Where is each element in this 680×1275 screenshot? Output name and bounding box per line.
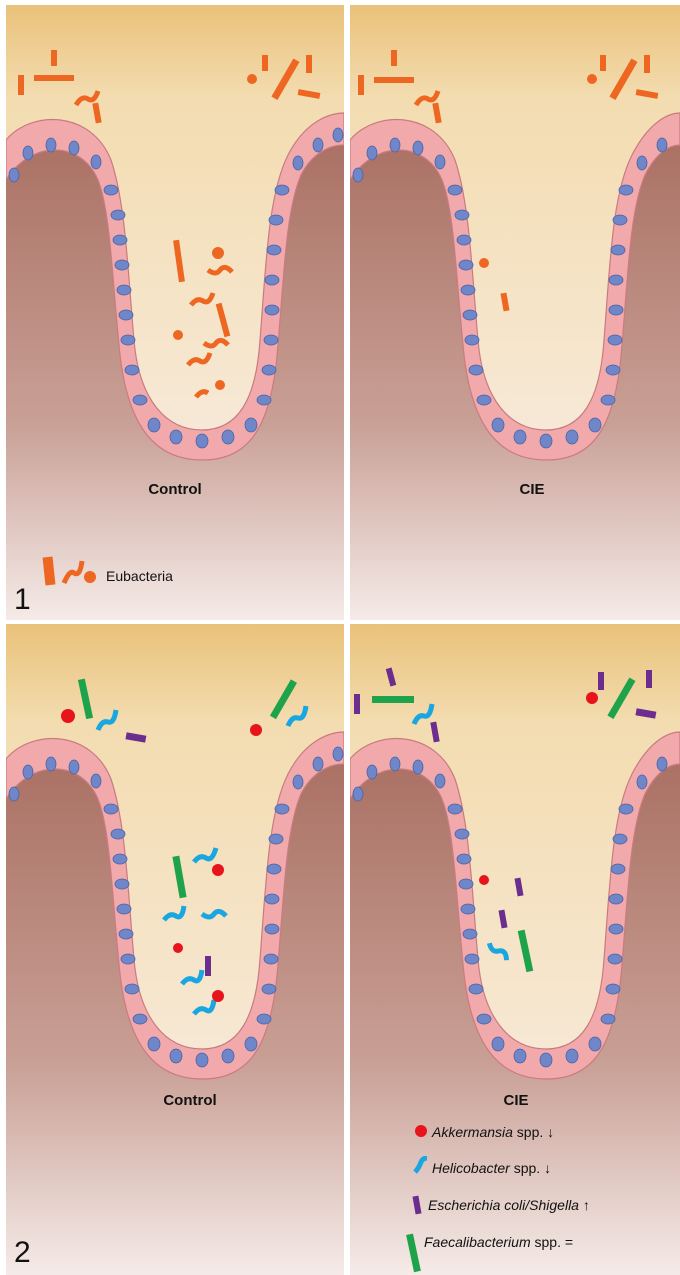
villus-diagram-2-control — [6, 624, 344, 1275]
panel-2-number: 2 — [14, 1236, 31, 1270]
panel-2-control-caption: Control — [140, 1092, 240, 1109]
panel-2-control: Control 2 — [6, 624, 344, 1275]
legend-label-faecalibacterium: Faecalibacterium spp. = — [424, 1234, 573, 1250]
eubacteria-legend-label: Eubacteria — [106, 568, 173, 584]
purple-rod-icon — [410, 1194, 424, 1216]
panel-2-cie-caption: CIE — [466, 1092, 566, 1109]
panel-1-cie-caption: CIE — [482, 481, 582, 498]
panel-1-control-caption: Control — [125, 481, 225, 498]
villus-diagram-2-cie — [350, 624, 680, 1275]
panel-1-cie: CIE — [350, 5, 680, 620]
panel-2-cie: CIE Akkermansia spp. ↓ Helicobacter spp.… — [350, 624, 680, 1275]
villus-diagram-1-control — [6, 5, 344, 620]
legend-label-escherichia: Escherichia coli/Shigella ↑ — [428, 1197, 590, 1213]
panel-1-number: 1 — [14, 583, 31, 617]
red-dot-icon — [414, 1124, 428, 1138]
green-rod-icon — [404, 1232, 422, 1274]
panel-1-control: Control 1 Eubacteria — [6, 5, 344, 620]
legend-label-helicobacter: Helicobacter spp. ↓ — [432, 1160, 551, 1176]
eubacteria-legend-icon — [42, 555, 102, 589]
blue-curved-rod-icon — [412, 1156, 430, 1176]
villus-diagram-1-cie — [350, 5, 680, 620]
legend-label-akkermansia: Akkermansia spp. ↓ — [432, 1124, 554, 1140]
